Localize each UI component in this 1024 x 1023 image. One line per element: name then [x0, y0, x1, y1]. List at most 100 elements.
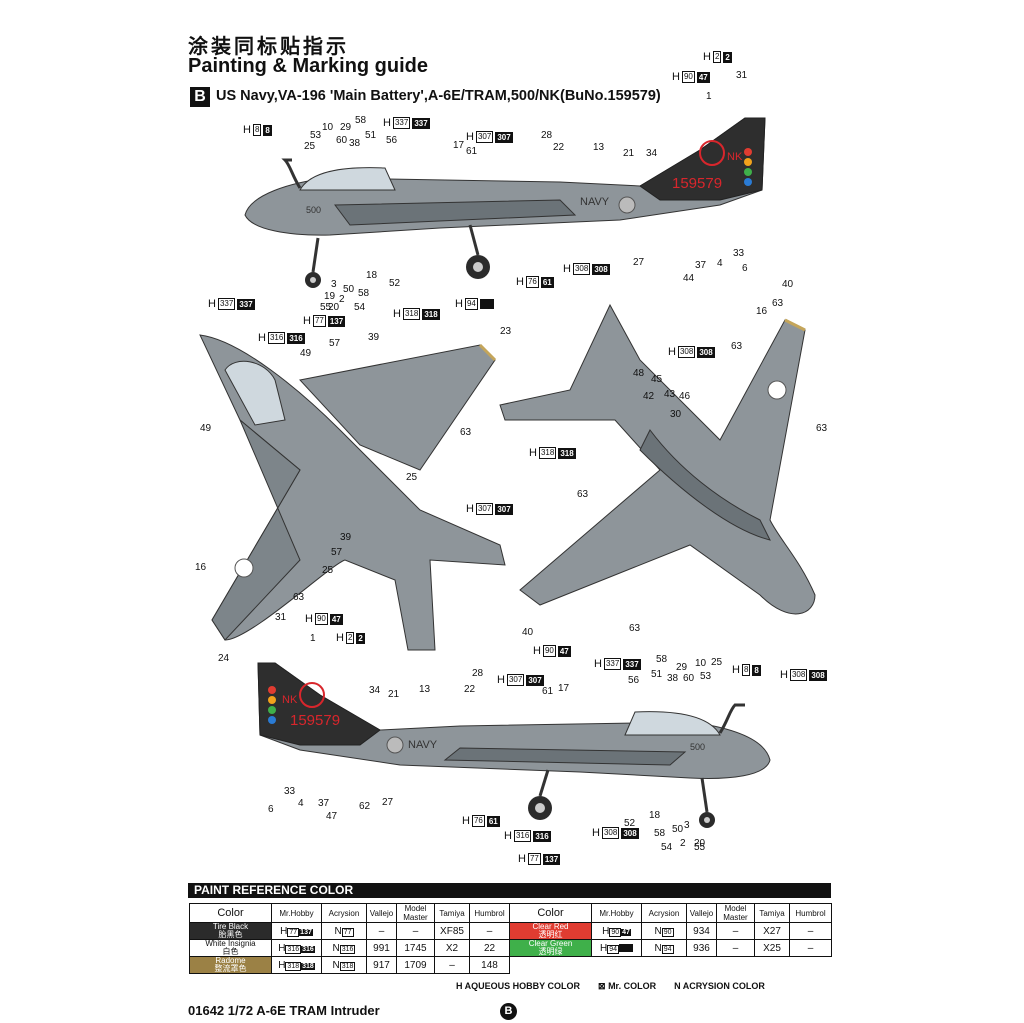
callout-number: 61 — [542, 686, 554, 697]
callout-number: 51 — [365, 130, 377, 141]
callout-number: 16 — [195, 562, 207, 573]
callout-number: 2 — [680, 838, 686, 849]
paint-table-column-header: Vallejo — [366, 903, 397, 923]
serial-number-2: 159579 — [290, 712, 340, 729]
callout-number: 60 — [683, 673, 695, 684]
paint-table-column-header: Humbrol — [469, 903, 510, 923]
callout-number: 53 — [700, 671, 712, 682]
modex-number-2: 500 — [690, 742, 705, 752]
callout-number: 60 — [336, 135, 348, 146]
callout-number: 63 — [731, 341, 743, 352]
footer-kit-code: 01642 1/72 A-6E TRAM Intruder — [188, 1003, 380, 1018]
paint-tamiya: XF85 — [434, 922, 470, 940]
callout-number: 57 — [331, 547, 343, 558]
callout-number: 33 — [284, 786, 296, 797]
callout-number: 27 — [633, 257, 645, 268]
callout-number: 25 — [304, 141, 316, 152]
variant-badge: B — [190, 87, 210, 107]
paint-mm: – — [716, 939, 755, 957]
callout-number: 54 — [661, 842, 673, 853]
callout-number: 42 — [643, 391, 655, 402]
serial-number: 159579 — [672, 175, 722, 192]
callout-number: 55 — [320, 302, 332, 313]
callout-number: 61 — [466, 146, 478, 157]
callout-number: 25 — [711, 657, 723, 668]
callout-number: 13 — [419, 684, 431, 695]
callout-number: 10 — [695, 658, 707, 669]
callout-number: 53 — [310, 130, 322, 141]
paint-vallejo: 934 — [686, 922, 717, 940]
side-view-right: 159579 NK NAVY 500 — [257, 662, 771, 828]
paint-humbrol: – — [469, 922, 510, 940]
callout-number: 21 — [623, 148, 635, 159]
paint-vallejo: 936 — [686, 939, 717, 957]
paint-table-column-header: Color — [509, 903, 592, 923]
paint-table-column-header: Acrysion — [321, 903, 367, 923]
callout-number: 21 — [388, 689, 400, 700]
callout-number: 38 — [349, 138, 361, 149]
paint-table-column-header: Model Master — [396, 903, 435, 923]
callout-number: 18 — [366, 270, 378, 281]
callout-number: 20 — [328, 302, 340, 313]
callout-number: 63 — [772, 298, 784, 309]
bottom-view — [499, 303, 816, 615]
paint-mm: 1745 — [396, 939, 435, 957]
page-title-cn: 涂装同标贴指示 — [188, 34, 349, 58]
callout-number: 4 — [717, 258, 723, 269]
callout-number: 47 — [326, 811, 338, 822]
callout-number: 40 — [522, 627, 534, 638]
callout-number: 54 — [354, 302, 366, 313]
callout-number: 44 — [683, 273, 695, 284]
callout-number: 63 — [460, 427, 472, 438]
callout-number: 49 — [200, 423, 212, 434]
callout-number: 40 — [782, 279, 794, 290]
callout-number: 58 — [358, 288, 370, 299]
paint-tamiya: X25 — [754, 939, 790, 957]
callout-number: 34 — [369, 685, 381, 696]
callout-number: 34 — [646, 148, 658, 159]
callout-number: 1 — [706, 91, 712, 102]
callout-number: 56 — [628, 675, 640, 686]
paint-mm: 1709 — [396, 956, 435, 974]
callout-number: 30 — [670, 409, 682, 420]
callout-number: 24 — [218, 653, 230, 664]
callout-number: 22 — [464, 684, 476, 695]
top-view — [199, 334, 506, 651]
callout-number: 22 — [553, 142, 565, 153]
callout-number: 18 — [649, 810, 661, 821]
callout-number: 19 — [324, 291, 336, 302]
callout-number: 57 — [329, 338, 341, 349]
paint-humbrol: – — [789, 939, 832, 957]
page-title: Painting & Marking guide — [188, 55, 429, 77]
tail-code: NK — [727, 151, 743, 163]
paint-tamiya: – — [434, 956, 470, 974]
paint-mm: – — [396, 922, 435, 940]
callout-number: 55 — [694, 842, 706, 853]
callout-number: 63 — [293, 592, 305, 603]
paint-vallejo: – — [366, 922, 397, 940]
callout-number: 17 — [558, 683, 570, 694]
